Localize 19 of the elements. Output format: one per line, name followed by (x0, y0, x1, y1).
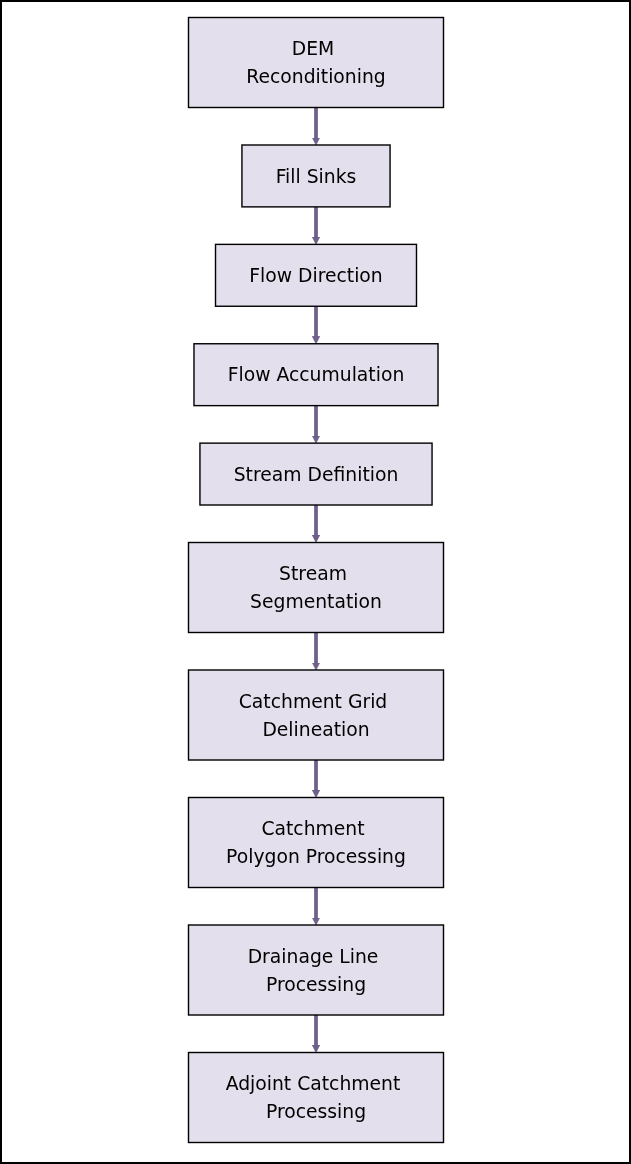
node-box: Flow Direction (214, 243, 417, 307)
node-box: Catchment Polygon Processing (187, 796, 444, 889)
node-box: Flow Accumulation (192, 343, 439, 407)
arrow (311, 632, 320, 671)
node-box: Stream Definition (198, 442, 433, 506)
node-box: DEM Reconditioning (187, 16, 444, 109)
arrow (311, 1015, 320, 1053)
arrow (311, 107, 320, 146)
arrow (311, 760, 320, 798)
arrow (311, 206, 320, 245)
node-box: Adjoint Catchment Processing (187, 1051, 444, 1144)
arrow (311, 405, 320, 444)
node-box: Fill Sinks (240, 144, 391, 208)
arrow (311, 505, 320, 543)
node-box: Drainage Line Processing (187, 924, 444, 1016)
node-box: Catchment Grid Delineation (187, 669, 444, 761)
arrow (311, 887, 320, 926)
node-box: Stream Segmentation (187, 541, 444, 634)
arrow (311, 306, 320, 345)
